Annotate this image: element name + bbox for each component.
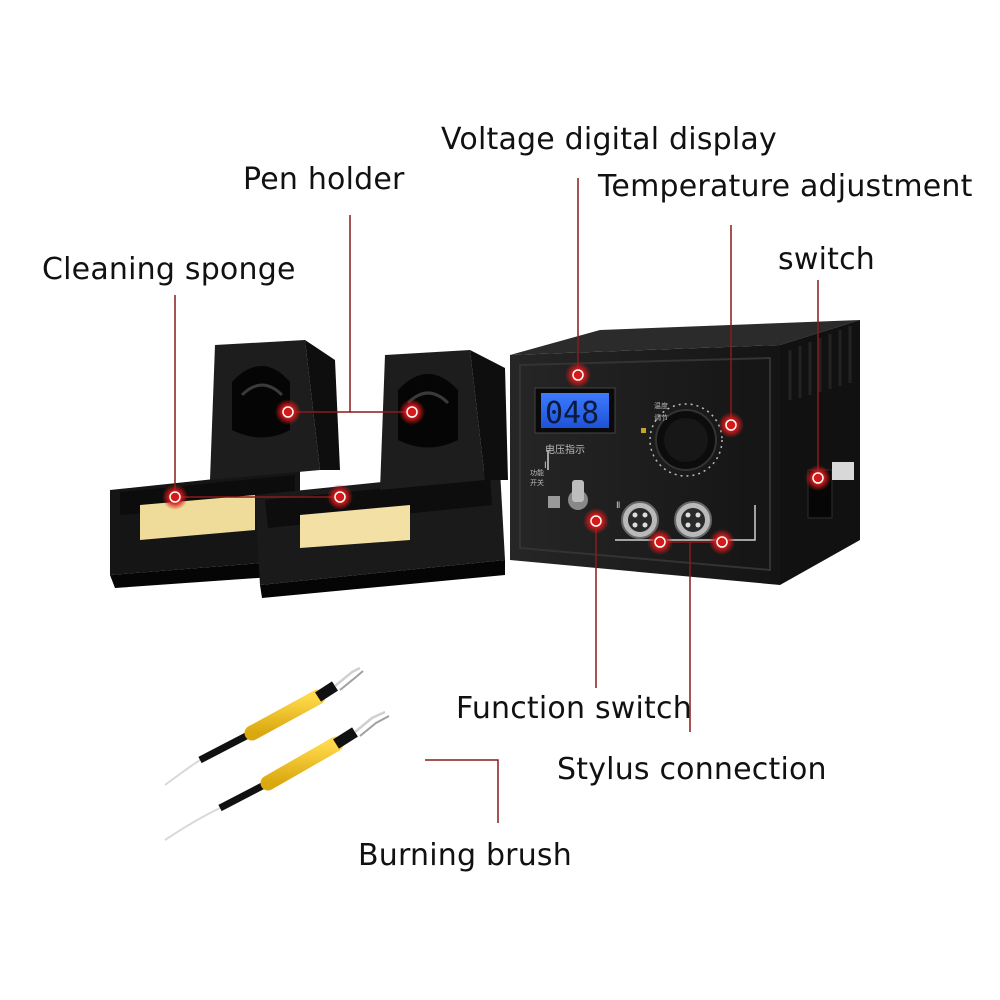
stylus-connector-1: [621, 501, 659, 539]
func-caption-2: 开关: [530, 478, 544, 487]
lcd-display: [534, 387, 616, 434]
marker-2: Ⅱ: [616, 501, 620, 511]
knob-caption-1: 温度: [654, 401, 668, 410]
marker-sponge-left: [162, 484, 188, 510]
marker-function: [583, 508, 609, 534]
label-pen-holder: Pen holder: [243, 162, 405, 197]
marker-sponge-right: [327, 484, 353, 510]
func-caption-1: 功能: [530, 468, 544, 477]
burning-pen-lower: [164, 710, 390, 841]
marker-voltage: [565, 362, 591, 388]
label-stylus-connection: Stylus connection: [557, 752, 827, 787]
tray-right: [255, 470, 505, 598]
label-voltage-digital-display: Voltage digital display: [441, 122, 777, 157]
marker-pen-right: [399, 399, 425, 425]
indicator-led: [641, 428, 646, 433]
sponge-right: [300, 505, 410, 548]
rating-sticker: [832, 462, 854, 480]
marker-pen-left: [275, 399, 301, 425]
stylus-connector-2: [674, 501, 712, 539]
label-function-switch: Function switch: [456, 691, 692, 726]
pen-holder-right: [380, 350, 508, 490]
burning-pen-upper: [164, 666, 364, 786]
marker-stylus-1: [647, 529, 673, 555]
station-body: [510, 320, 860, 585]
pen-holder-left: [210, 340, 340, 480]
label-temperature-adjustment: Temperature adjustment: [598, 169, 973, 204]
label-switch: switch: [778, 242, 875, 277]
panel-caption: 电压指示: [545, 443, 585, 456]
knob-caption-2: 调节: [654, 413, 668, 422]
marker-switch: [805, 465, 831, 491]
label-burning-brush: Burning brush: [358, 838, 572, 873]
marker-stylus-2: [709, 529, 735, 555]
lcd-value: 048: [545, 396, 599, 431]
temperature-knob: [641, 403, 723, 477]
callout-markers: [162, 362, 831, 555]
marker-temperature: [718, 412, 744, 438]
marker-1: Ⅰ: [544, 461, 547, 471]
function-toggle: [548, 480, 588, 510]
label-cleaning-sponge: Cleaning sponge: [42, 252, 296, 287]
